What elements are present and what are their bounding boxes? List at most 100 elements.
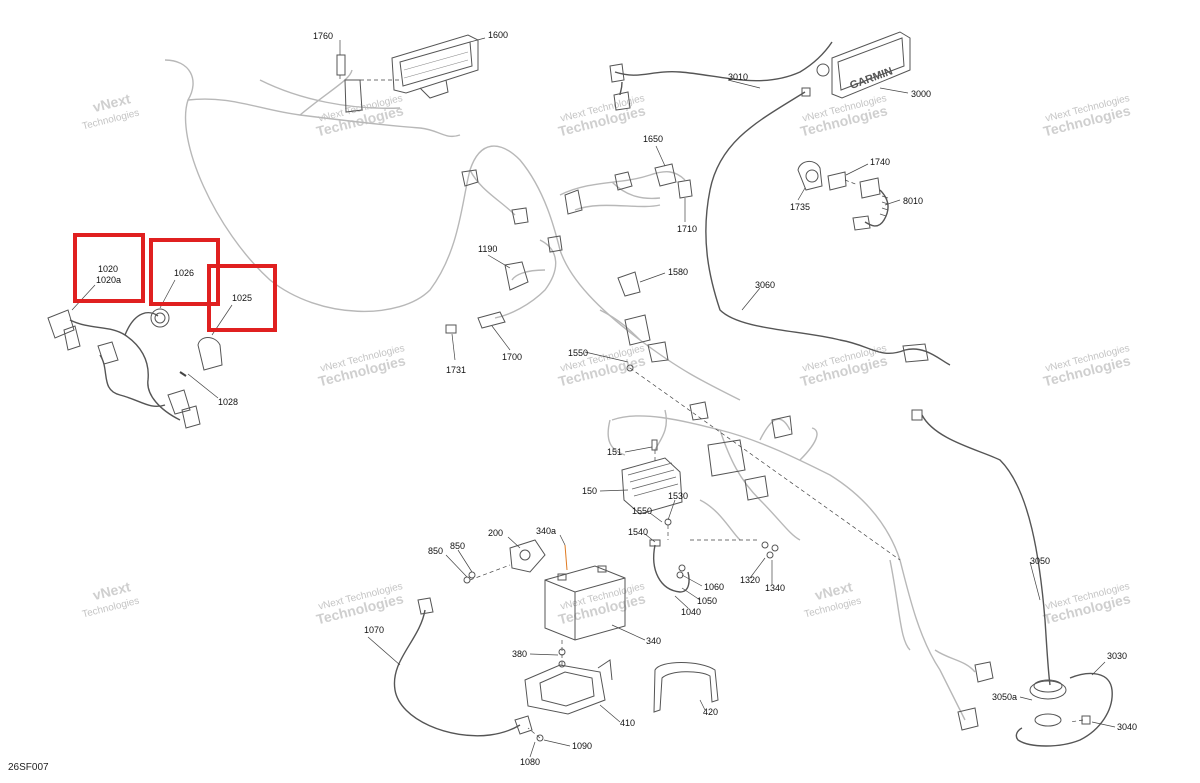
callout-850-left[interactable]: 850 (428, 546, 443, 556)
callout-1090[interactable]: 1090 (572, 741, 592, 751)
callout-3050a[interactable]: 3050a (992, 692, 1017, 702)
cable-1040 (649, 539, 690, 593)
main-harness-upper (164, 54, 741, 401)
callout-340[interactable]: 340 (646, 636, 661, 646)
gps-cable-3060 (705, 87, 951, 366)
connector-1760 (344, 79, 363, 113)
callout-1040[interactable]: 1040 (681, 607, 701, 617)
gps-cable-3010 (609, 41, 833, 111)
callout-1700[interactable]: 1700 (502, 352, 522, 362)
callout-1060[interactable]: 1060 (704, 582, 724, 592)
watermark: vNext Technologies Technologies (799, 93, 890, 139)
watermark: vNext Technologies Technologies (799, 343, 890, 389)
battery-340 (544, 544, 626, 641)
callout-1760[interactable]: 1760 (313, 31, 333, 41)
callout-380[interactable]: 380 (512, 649, 527, 659)
connector-1710 (677, 179, 693, 199)
callout-340a[interactable]: 340a (536, 526, 556, 536)
assembly-lines (339, 75, 1084, 739)
clip (547, 235, 563, 253)
clip (511, 207, 529, 225)
callout-1540[interactable]: 1540 (628, 527, 648, 537)
part-1580 (617, 271, 641, 297)
part-1760-screw (336, 54, 346, 76)
watermarks: vNext Technologies vNext Technologies Te… (81, 90, 1133, 627)
svg-text:Technologies: Technologies (81, 596, 140, 621)
callout-200[interactable]: 200 (488, 528, 503, 538)
part-labels: 1020 1020a 1026 1025 1028 1760 1600 3010… (96, 30, 1137, 767)
switch-1025 (197, 337, 223, 371)
callout-1710[interactable]: 1710 (677, 224, 697, 234)
diagram-reference: 26SF007 (8, 762, 49, 773)
highlight-boxes (73, 233, 277, 332)
callout-1550-upper[interactable]: 1550 (568, 348, 588, 358)
fasteners (463, 364, 779, 742)
callout-1320[interactable]: 1320 (740, 575, 760, 585)
callout-1550[interactable]: 1550 (632, 506, 652, 516)
callout-3050[interactable]: 3050 (1030, 556, 1050, 566)
callout-410[interactable]: 410 (620, 718, 635, 728)
callout-1025[interactable]: 1025 (232, 293, 252, 303)
callout-1070[interactable]: 1070 (364, 625, 384, 635)
highlight-box-1026 (149, 238, 220, 306)
watermark: vNext Technologies Technologies (1042, 581, 1133, 627)
callout-8010[interactable]: 8010 (903, 196, 923, 206)
callout-150[interactable]: 150 (582, 486, 597, 496)
callout-420[interactable]: 420 (703, 707, 718, 717)
highlight-box-1020 (73, 233, 145, 303)
callout-3060[interactable]: 3060 (755, 280, 775, 290)
callout-1740[interactable]: 1740 (870, 157, 890, 167)
watermark: vNext Technologies (81, 578, 140, 621)
power-outlet-3050 (1015, 672, 1113, 747)
fuse-box (707, 439, 746, 477)
cable-1070 (393, 597, 533, 737)
callout-1735[interactable]: 1735 (790, 202, 810, 212)
connector (614, 171, 633, 191)
accessory-harness-1020 (47, 308, 223, 429)
connector (647, 341, 669, 363)
watermark: vNext Technologies Technologies (1042, 93, 1133, 139)
callout-1020[interactable]: 1020 (98, 264, 118, 274)
callout-1190[interactable]: 1190 (478, 244, 497, 254)
watermark: vNext Technologies Technologies (557, 93, 648, 139)
clip (461, 169, 479, 187)
callout-1530[interactable]: 1530 (668, 491, 688, 501)
callout-1020a[interactable]: 1020a (96, 275, 121, 285)
callout-3000[interactable]: 3000 (911, 89, 931, 99)
callout-1340[interactable]: 1340 (765, 583, 785, 593)
watermark: vNext Technologies Technologies (315, 581, 406, 627)
callout-1650[interactable]: 1650 (643, 134, 663, 144)
svg-text:Technologies: Technologies (803, 596, 862, 621)
callout-1600[interactable]: 1600 (488, 30, 508, 40)
callout-3010[interactable]: 3010 (728, 72, 748, 82)
relay-1190 (504, 261, 529, 291)
callout-1050[interactable]: 1050 (697, 596, 717, 606)
svg-text:Technologies: Technologies (81, 108, 140, 133)
callout-1028[interactable]: 1028 (218, 397, 238, 407)
highlight-box-1025 (207, 264, 277, 332)
battery-tray-410 (524, 659, 613, 715)
connector (624, 314, 651, 346)
regulator-150 (621, 439, 683, 515)
callout-1731[interactable]: 1731 (446, 365, 466, 375)
callout-1080[interactable]: 1080 (520, 757, 540, 767)
strap-420 (653, 662, 719, 713)
outlet-1026 (150, 308, 170, 328)
callout-1026[interactable]: 1026 (174, 268, 194, 278)
clip (564, 189, 583, 215)
solenoid-200 (509, 539, 546, 573)
screw-1028 (179, 371, 187, 377)
callout-3040[interactable]: 3040 (1117, 722, 1137, 732)
gps-unit-3000: GARMIN (816, 31, 911, 99)
vent-tube-340a (564, 544, 568, 571)
watermark: vNext Technologies Technologies (1042, 343, 1133, 389)
callout-151[interactable]: 151 (607, 447, 622, 457)
callout-850-right[interactable]: 850 (450, 541, 465, 551)
main-harness-lower (607, 401, 1051, 731)
callout-1580[interactable]: 1580 (668, 267, 688, 277)
callout-3030[interactable]: 3030 (1107, 651, 1127, 661)
watermark: vNext Technologies (81, 90, 140, 133)
part-1700 (477, 311, 506, 329)
